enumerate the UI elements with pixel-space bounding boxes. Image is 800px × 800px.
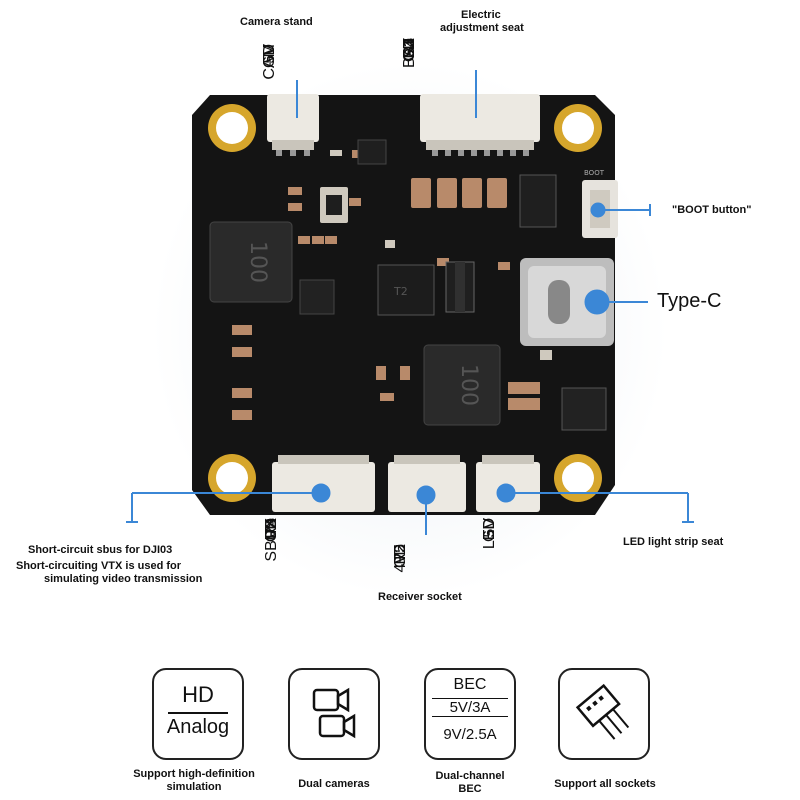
plug-glyph-icon <box>575 683 630 740</box>
bottom-pin: SBUS <box>263 518 280 562</box>
sbus-connector <box>272 455 375 512</box>
connector-icon <box>558 668 650 760</box>
camera-stand-label: Camera stand <box>240 16 313 28</box>
smd-components <box>232 150 540 420</box>
inductor-center: 100 <box>423 344 501 426</box>
hd-text: HD <box>182 682 214 707</box>
bec-icon: BEC 5V/3A 9V/2.5A <box>424 668 516 760</box>
svg-text:BOOT: BOOT <box>584 169 605 177</box>
hd-rule <box>168 712 228 714</box>
esc-seat-label-line2: adjustment seat <box>440 22 524 34</box>
bottom-pin: LED <box>481 518 498 550</box>
svg-text:100: 100 <box>245 241 270 283</box>
led-connector <box>476 455 540 512</box>
sbus-note-line1: Short-circuit sbus for DJI03 <box>28 544 173 556</box>
mount-holes <box>208 104 602 502</box>
sbus-note-line2: Short-circuiting VTX is used for <box>16 560 182 572</box>
feature-caption-hd: Support high-definition simulation <box>118 768 270 794</box>
caption-line: Dual-channel <box>435 770 505 782</box>
hd-analog-icon: HD Analog <box>152 668 244 760</box>
regulator <box>561 387 607 431</box>
usb-c-port <box>520 258 614 346</box>
bec-text: BEC <box>453 676 487 693</box>
caption-line: BEC <box>458 783 482 795</box>
sbus-note-line3: simulating video transmission <box>44 573 203 585</box>
caption-line: Dual cameras <box>298 778 370 790</box>
esc-seat-label-line1: Electric <box>461 9 501 21</box>
bottom-pin: GD <box>392 544 409 568</box>
boot-button-label: "BOOT button" <box>672 204 752 216</box>
receiver-socket-label: Receiver socket <box>378 591 462 603</box>
led-seat-label: LED light strip seat <box>623 536 724 548</box>
dual-camera-icon <box>288 668 380 760</box>
cam-connector <box>267 94 319 156</box>
svg-text:T2: T2 <box>393 285 408 298</box>
feature-caption-sockets: Support all sockets <box>530 778 680 791</box>
mosfet <box>519 174 557 228</box>
analog-text: Analog <box>166 716 230 738</box>
cap-sq <box>299 279 335 315</box>
feature-caption-dual-cam: Dual cameras <box>274 778 394 791</box>
camera-glyphs-icon <box>312 687 356 739</box>
caption-line: Support all sockets <box>554 778 656 790</box>
caption-line: simulation <box>166 781 222 793</box>
feature-caption-bec: Dual-channel BEC <box>410 770 530 796</box>
caption-line: Support high-definition <box>133 768 255 780</box>
main-ic <box>377 264 435 316</box>
passives <box>320 150 552 360</box>
small-ic <box>357 139 387 165</box>
typec-label: Type-C <box>657 290 722 312</box>
inductor-left: 100 <box>209 221 293 303</box>
svg-text:100: 100 <box>456 364 481 406</box>
esc-connector <box>420 94 540 156</box>
bec-9v-text: 9V/2.5A <box>443 726 497 743</box>
callout-markers <box>126 202 694 535</box>
bec-5v-text: 5V/3A <box>432 698 508 717</box>
